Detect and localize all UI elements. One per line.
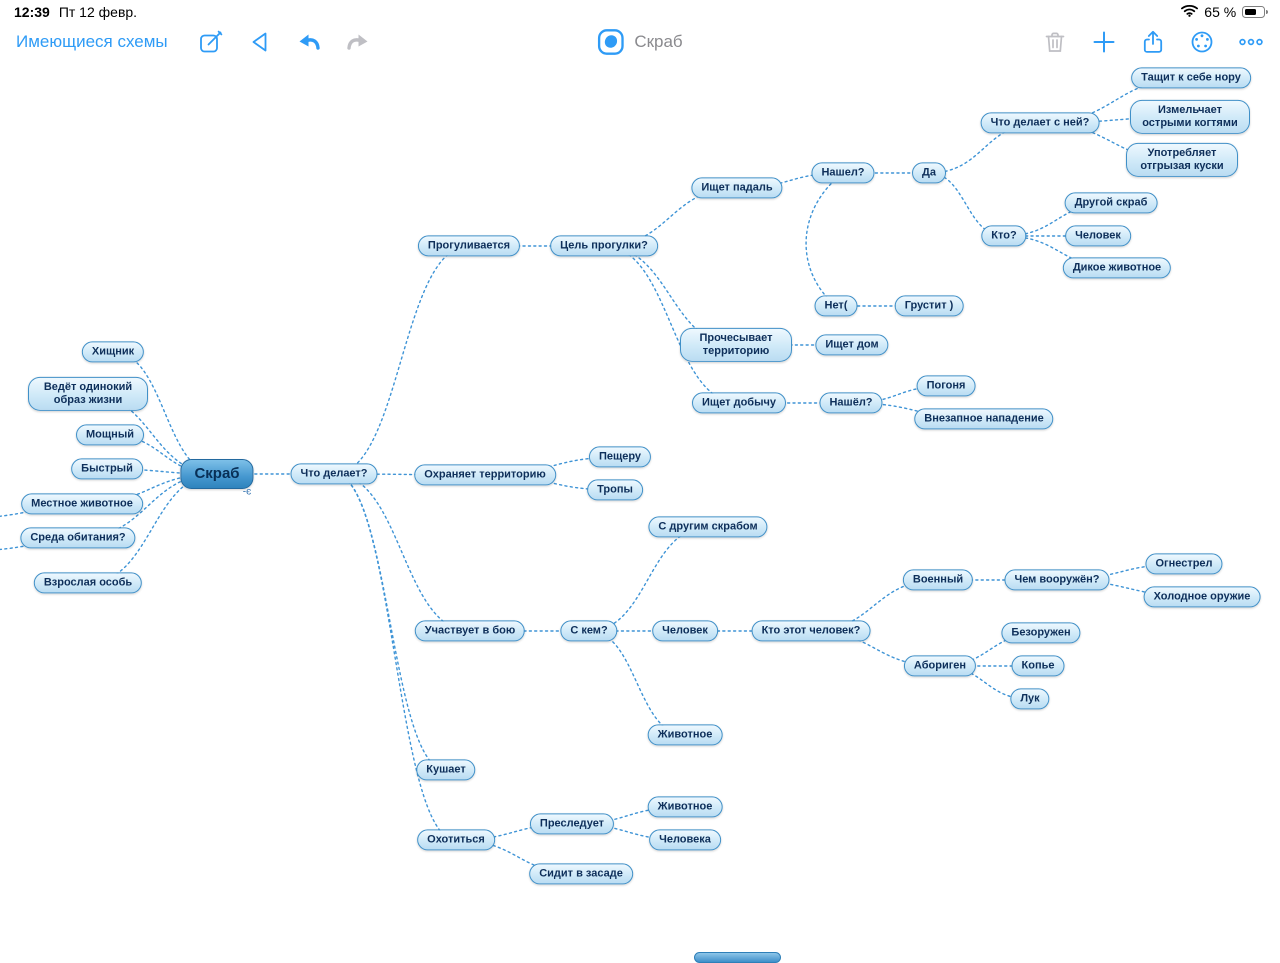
node-what-does-with-it[interactable]: Что делает с ней?: [980, 112, 1100, 134]
node-drags-to-burrow[interactable]: Тащит к себе нору: [1131, 67, 1251, 89]
node-unarmed[interactable]: Безоружен: [1001, 622, 1081, 644]
node-trails[interactable]: Тропы: [587, 479, 643, 501]
node-firearm[interactable]: Огнестрел: [1145, 553, 1223, 575]
node-sudden-attack[interactable]: Внезапное нападение: [914, 408, 1054, 430]
battery-icon: [1242, 6, 1268, 18]
node-walk-goal[interactable]: Цель прогулки?: [550, 235, 658, 257]
node-seeks-prey[interactable]: Ищет добычу: [692, 392, 786, 414]
node-no[interactable]: Нет(: [814, 295, 858, 317]
app-logo-icon: [597, 29, 624, 56]
node-armed-with[interactable]: Чем вооружён?: [1004, 569, 1110, 591]
node-with-another-skrab[interactable]: С другим скрабом: [648, 516, 768, 538]
node-human-prey[interactable]: Человека: [649, 829, 721, 851]
node-predator[interactable]: Хищник: [81, 341, 145, 363]
node-found-q[interactable]: Нашел?: [811, 162, 875, 184]
node-who[interactable]: Кто?: [981, 225, 1027, 247]
status-date: Пт 12 февр.: [58, 4, 138, 20]
node-who-is-this-human[interactable]: Кто этот человек?: [751, 620, 871, 642]
node-chase[interactable]: Погоня: [916, 375, 976, 397]
node-animal-opponent[interactable]: Животное: [647, 724, 723, 746]
node-human-opponent[interactable]: Человек: [652, 620, 718, 642]
palette-icon[interactable]: [1188, 29, 1215, 56]
add-icon[interactable]: [1090, 29, 1117, 56]
node-ambush[interactable]: Сидит в засаде: [529, 863, 633, 885]
node-aborigine[interactable]: Абориген: [903, 655, 977, 677]
node-animal-prey[interactable]: Животное: [647, 796, 723, 818]
trash-icon[interactable]: [1041, 29, 1068, 56]
node-what-does[interactable]: Что делает?: [290, 463, 378, 485]
node-eats[interactable]: Кушает: [416, 759, 476, 781]
node-spear[interactable]: Копье: [1011, 655, 1065, 677]
node-lifestyle[interactable]: Ведёт одинокий образ жизни: [28, 376, 148, 412]
node-hunts[interactable]: Охотиться: [417, 829, 495, 851]
node-habitat[interactable]: Среда обитания?: [20, 527, 136, 549]
undo-icon[interactable]: [296, 29, 323, 56]
node-consumes[interactable]: Употребляет отгрызая куски: [1126, 142, 1238, 178]
node-shreds[interactable]: Измельчает острыми когтями: [1130, 99, 1250, 135]
node-seeks-carrion[interactable]: Ищет падаль: [691, 177, 783, 199]
share-icon[interactable]: [1139, 29, 1166, 56]
node-wild-animal[interactable]: Дикое животное: [1062, 257, 1172, 279]
more-icon[interactable]: [1237, 29, 1264, 56]
node-combs-territory[interactable]: Прочесывает территорию: [680, 327, 792, 363]
node-fights[interactable]: Участвует в бою: [414, 620, 526, 642]
redo-icon[interactable]: [345, 29, 372, 56]
node-root[interactable]: Скраб: [180, 459, 254, 489]
node-seeks-home[interactable]: Ищет дом: [815, 334, 889, 356]
back-icon[interactable]: [247, 29, 274, 56]
schemes-back-link[interactable]: Имеющиеся схемы: [16, 32, 168, 51]
root-tag-label: -є: [242, 486, 252, 498]
compose-icon[interactable]: [198, 29, 225, 56]
node-with-whom[interactable]: С кем?: [560, 620, 618, 642]
node-pursues[interactable]: Преследует: [529, 813, 615, 835]
document-title[interactable]: Скраб: [634, 32, 683, 51]
node-military[interactable]: Военный: [902, 569, 974, 591]
battery-percent: 65 %: [1204, 4, 1237, 20]
node-sad[interactable]: Грустит ): [894, 295, 964, 317]
node-found2-q[interactable]: Нашёл?: [819, 392, 883, 414]
status-time: 12:39: [14, 4, 50, 20]
status-bar: 12:39 Пт 12 февр. 65 %: [0, 0, 1280, 24]
node-fast[interactable]: Быстрый: [71, 458, 143, 480]
node-local-animal[interactable]: Местное животное: [21, 493, 143, 515]
wifi-icon: [1181, 4, 1199, 20]
node-guards-territory[interactable]: Охраняет территорию: [414, 464, 556, 486]
node-bow[interactable]: Лук: [1010, 688, 1050, 710]
toolbar: Имеющиеся схемы: [0, 24, 1280, 60]
node-yes[interactable]: Да: [912, 162, 946, 184]
node-cave[interactable]: Пещеру: [588, 446, 652, 468]
node-walks[interactable]: Прогуливается: [417, 235, 521, 257]
node-adult[interactable]: Взрослая особь: [33, 572, 143, 594]
node-cold-weapon[interactable]: Холодное оружие: [1143, 586, 1261, 608]
node-another-skrab[interactable]: Другой скраб: [1064, 192, 1158, 214]
node-powerful[interactable]: Мощный: [76, 424, 144, 446]
node-human-victim[interactable]: Человек: [1065, 225, 1131, 247]
home-indicator[interactable]: [694, 952, 781, 963]
